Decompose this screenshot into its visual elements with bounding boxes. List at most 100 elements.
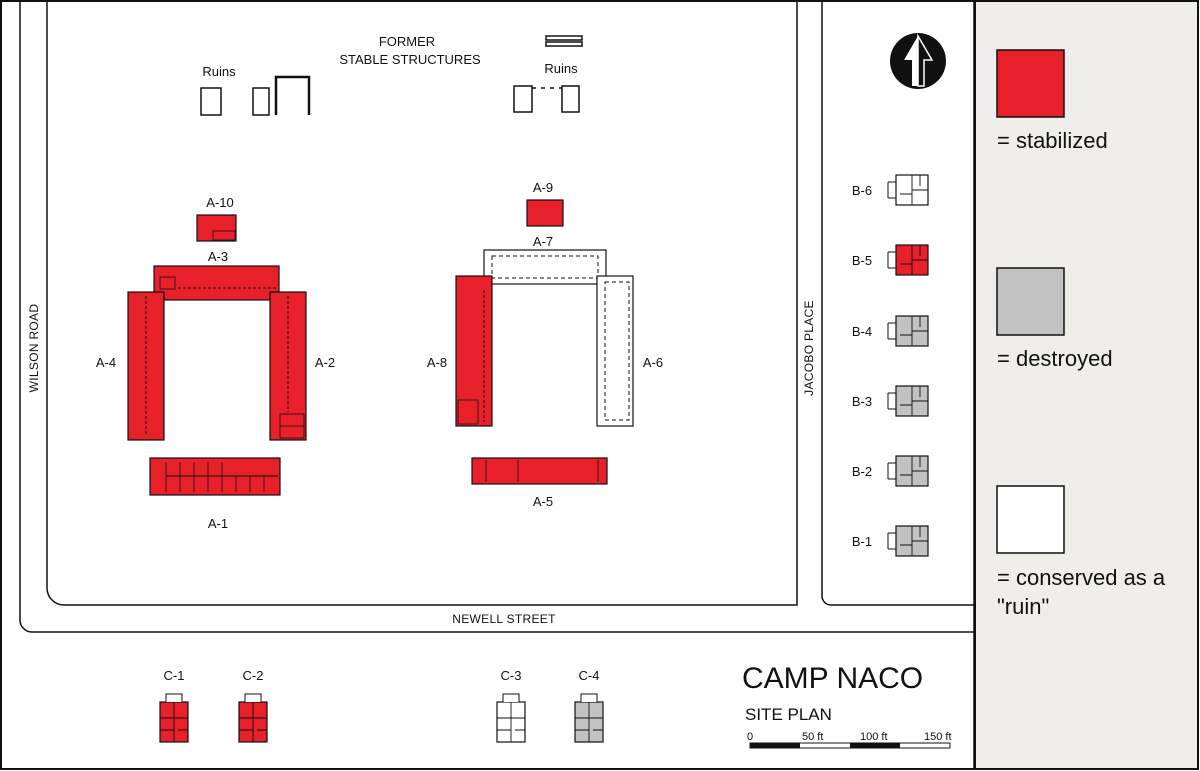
building-room — [457, 399, 479, 425]
stable-ruin-outline — [513, 85, 533, 113]
building-b-3[interactable]: B-3 — [852, 385, 929, 417]
building-label: C-2 — [243, 668, 264, 683]
road-label-newell: NEWELL STREET — [452, 612, 556, 626]
building-a-4[interactable]: A-4 — [96, 291, 165, 441]
building-c-2[interactable]: C-2 — [238, 668, 268, 743]
building-a-9[interactable]: A-9 — [526, 180, 564, 227]
building-b-2[interactable]: B-2 — [852, 455, 929, 487]
building-wall-line — [491, 255, 599, 279]
building-interior-walls — [900, 245, 928, 275]
porch-outline — [887, 532, 896, 550]
building-a-5[interactable]: A-5 — [471, 457, 608, 509]
map-title: CAMP NACO — [742, 662, 923, 695]
building-b-4[interactable]: B-4 — [852, 315, 929, 347]
building-label: B-3 — [852, 394, 872, 409]
building-interior-walls — [239, 702, 267, 742]
scale-tick-150: 150 ft — [924, 731, 952, 743]
legend-label-destroyed: = destroyed — [997, 346, 1113, 371]
building-a-1[interactable]: A-1 — [149, 457, 281, 531]
building-label: B-1 — [852, 534, 872, 549]
former-stable-label-line1: FORMER — [379, 34, 435, 49]
porch-outline — [165, 693, 183, 702]
porch-outline — [502, 693, 520, 702]
building-interior-walls — [900, 316, 928, 346]
building-footprint — [471, 457, 608, 485]
block-b-boundary — [821, 1, 974, 606]
building-group-a: A-10 A-3 A-4 A-2 — [96, 180, 663, 531]
north-arrow-half-outline — [917, 33, 934, 87]
porch-outline — [887, 462, 896, 480]
building-interior-walls — [900, 175, 928, 205]
scale-bar-segment — [850, 743, 900, 748]
building-label: A-8 — [427, 355, 447, 370]
building-label: A-2 — [315, 355, 335, 370]
building-label: A-4 — [96, 355, 116, 370]
legend-label-ruin-line1: = conserved as a — [997, 565, 1166, 590]
building-group-b: B-6B-5B-4B-3B-2B-1 — [852, 174, 929, 557]
building-label: C-1 — [164, 668, 185, 683]
stable-ruin-outline — [545, 35, 583, 41]
legend-swatch-stabilized — [996, 49, 1065, 118]
stable-ruin-outline — [274, 75, 311, 115]
road-edge-outer — [19, 1, 974, 633]
building-b-6[interactable]: B-6 — [852, 174, 929, 206]
porch-outline — [887, 181, 896, 199]
building-room — [159, 276, 176, 290]
building-label: B-4 — [852, 324, 872, 339]
building-footprint — [153, 265, 280, 301]
building-label: A-10 — [206, 195, 233, 210]
building-footprint — [483, 249, 607, 285]
legend-label-ruin-line2: "ruin" — [997, 594, 1049, 619]
building-label: C-4 — [579, 668, 600, 683]
building-label: B-6 — [852, 183, 872, 198]
building-interior-walls — [160, 702, 188, 742]
legend: = stabilized = destroyed = conserved as … — [996, 49, 1166, 619]
building-c-4[interactable]: C-4 — [574, 668, 604, 743]
building-interior-walls — [497, 702, 525, 742]
scale-tick-50: 50 ft — [802, 731, 823, 743]
building-label: A-1 — [208, 516, 228, 531]
building-b-5[interactable]: B-5 — [852, 244, 929, 276]
building-a-6[interactable]: A-6 — [596, 275, 663, 427]
scale-tick-100: 100 ft — [860, 731, 888, 743]
stable-ruin-outline — [545, 41, 583, 47]
former-stable-label-line2: STABLE STRUCTURES — [339, 52, 481, 67]
building-label: A-5 — [533, 494, 553, 509]
building-c-1[interactable]: C-1 — [159, 668, 189, 743]
north-arrow-icon — [890, 33, 946, 89]
building-interior-walls — [900, 386, 928, 416]
stable-ruin-outline — [252, 87, 270, 116]
porch-outline — [887, 392, 896, 410]
stable-ruin-outline — [561, 85, 580, 113]
stable-ruin-outline — [200, 87, 222, 116]
porch-outline — [580, 693, 598, 702]
building-label: B-5 — [852, 253, 872, 268]
building-a-8[interactable]: A-8 — [427, 275, 493, 427]
legend-label-stabilized: = stabilized — [997, 128, 1108, 153]
legend-swatch-ruin — [996, 485, 1065, 554]
building-label: A-9 — [533, 180, 553, 195]
building-a-2[interactable]: A-2 — [269, 291, 335, 441]
stable-ruins-right — [513, 35, 583, 113]
porch-outline — [887, 251, 896, 269]
building-label: B-2 — [852, 464, 872, 479]
building-footprint — [596, 275, 634, 427]
building-footprint — [455, 275, 493, 427]
building-group-c: C-1 C-2 C-3 C-4 — [159, 668, 604, 743]
stable-ruins-left — [200, 75, 311, 116]
building-a-10[interactable]: A-10 — [196, 195, 237, 242]
building-label: A-3 — [208, 249, 228, 264]
road-label-wilson: WILSON ROAD — [27, 304, 41, 393]
building-a-3[interactable]: A-3 — [153, 249, 280, 301]
building-interior-walls — [900, 456, 928, 486]
ruins-label-left: Ruins — [202, 64, 236, 79]
building-b-1[interactable]: B-1 — [852, 525, 929, 557]
building-label: A-6 — [643, 355, 663, 370]
building-interior-walls — [900, 526, 928, 556]
building-a-7[interactable]: A-7 — [483, 234, 607, 285]
building-wall-line — [604, 281, 630, 421]
building-label: C-3 — [501, 668, 522, 683]
building-c-3[interactable]: C-3 — [496, 668, 526, 743]
map-subtitle: SITE PLAN — [745, 705, 832, 724]
